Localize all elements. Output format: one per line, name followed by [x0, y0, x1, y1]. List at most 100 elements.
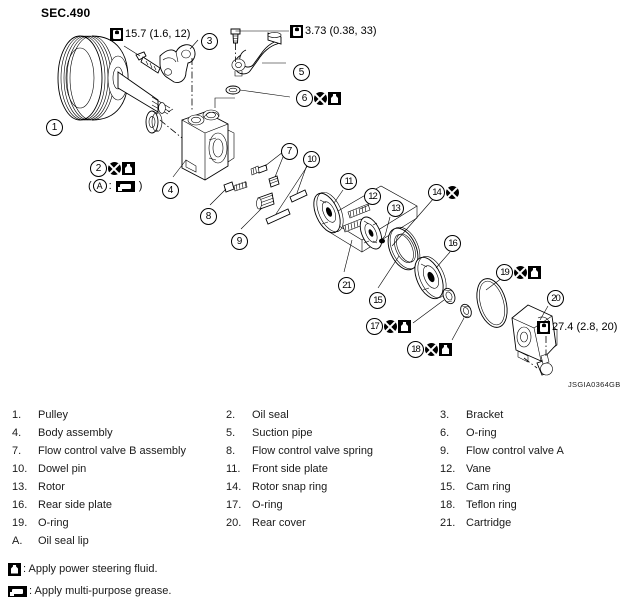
o-ring-6-part: [225, 85, 241, 95]
oil-seal-lip-colon: :: [108, 180, 112, 192]
vane-part: [342, 203, 371, 233]
o-ring-17-part: [442, 287, 456, 305]
apply-fluid-icon: [122, 162, 135, 175]
leader-callout-18: [451, 317, 465, 341]
legend-apply-grease-text: : Apply multi-purpose grease.: [29, 585, 172, 597]
part-number: 19.: [12, 517, 28, 529]
flow-control-valve-spring-part: [223, 180, 248, 193]
part-name: O-ring: [252, 499, 283, 511]
part-entry-20: 20. Rear cover: [222, 517, 437, 529]
leader-callout-16: [435, 251, 451, 269]
callout-21[interactable]: 21: [338, 277, 355, 294]
torque-wrench-icon: [290, 24, 303, 38]
part-entry-5: 5. Suction pipe: [222, 427, 437, 439]
callout-3[interactable]: 3: [201, 33, 218, 50]
leader-callout-6: [239, 89, 291, 98]
part-name: Pulley: [38, 409, 68, 421]
leader-callout-17: [412, 299, 445, 324]
callout-14[interactable]: 14: [428, 184, 445, 201]
leader-callout-11: [333, 189, 344, 204]
callout-20[interactable]: 20: [547, 290, 564, 307]
part-name: Oil seal: [252, 409, 289, 421]
pulley-bolt-part: [135, 51, 161, 74]
callout-13[interactable]: 13: [387, 200, 404, 217]
callout-18[interactable]: 18: [407, 341, 424, 358]
part-entry-21: 21. Cartridge: [437, 517, 627, 529]
leader-body-top: [214, 97, 235, 108]
part-name: Front side plate: [252, 463, 328, 475]
front-side-plate-part: [313, 192, 344, 234]
teflon-ring-part: [460, 303, 472, 319]
part-entry-6: 6. O-ring: [437, 427, 627, 439]
illustration-svg: [57, 28, 558, 376]
leader-callout-12: [359, 204, 370, 210]
oil-seal-lip-paren-close: ): [138, 180, 143, 192]
part-entry-2: 2. Oil seal: [222, 409, 437, 421]
torque-spec-suction-pipe-bolt: 3.73 (0.38, 33): [290, 24, 377, 38]
callout-7[interactable]: 7: [281, 143, 298, 160]
replace-x-icon: [384, 320, 397, 333]
parts-row: A. Oil seal lip: [0, 532, 627, 550]
part-number: 2.: [226, 409, 236, 421]
part-entry-13: 13. Rotor: [0, 481, 222, 493]
callout-16[interactable]: 16: [444, 235, 461, 252]
part-name: Teflon ring: [466, 499, 517, 511]
rotor-pin-dot: [379, 238, 385, 244]
part-entry-11: 11. Front side plate: [222, 463, 437, 475]
part-entry-19: 19. O-ring: [0, 517, 222, 529]
callout-5[interactable]: 5: [293, 64, 310, 81]
replace-x-icon: [425, 343, 438, 356]
dowel-pin-part: [265, 189, 308, 225]
part-entry-8: 8. Flow control valve spring: [222, 445, 437, 457]
torque-spec-rear-cover-bolt: 27.4 (2.8, 20): [537, 320, 617, 334]
marker-o-ring-6: 6: [296, 90, 341, 107]
leader-callout-15: [377, 255, 400, 289]
marker-teflon-ring-18: 18: [407, 341, 452, 358]
exploded-view-illustration: 15.7 (1.6, 12) 3.73 (0.38, 33) 27.4 (2.8…: [0, 0, 627, 400]
parts-row: 4. Body assembly 5. Suction pipe 6. O-ri…: [0, 424, 627, 442]
parts-list: 1. Pulley 2. Oil seal 3. Bracket 4. Body…: [0, 406, 627, 550]
part-entry-10: 10. Dowel pin: [0, 463, 222, 475]
part-name: Flow control valve A: [466, 445, 564, 457]
legend-apply-grease: : Apply multi-purpose grease.: [8, 580, 171, 602]
torque-spec-pulley-bolt: 15.7 (1.6, 12): [110, 27, 190, 41]
part-number: 20.: [226, 517, 242, 529]
part-number: 21.: [440, 517, 456, 529]
rear-cover-part: [511, 304, 558, 363]
callout-10[interactable]: 10: [303, 151, 320, 168]
o-ring-19-part: [476, 278, 508, 328]
callout-2[interactable]: 2: [90, 160, 107, 177]
cam-ring-part: [387, 226, 421, 271]
callout-4[interactable]: 4: [162, 182, 179, 199]
part-number: 10.: [12, 463, 28, 475]
callout-11[interactable]: 11: [340, 173, 357, 190]
callout-15[interactable]: 15: [369, 292, 386, 309]
callout-1[interactable]: 1: [46, 119, 63, 136]
part-name: Flow control valve B assembly: [38, 445, 186, 457]
part-name: Bracket: [466, 409, 504, 421]
callout-9[interactable]: 9: [231, 233, 248, 250]
part-number: 9.: [440, 445, 450, 457]
part-name: Dowel pin: [38, 463, 87, 475]
callout-12[interactable]: 12: [364, 188, 381, 205]
part-name: Body assembly: [38, 427, 113, 439]
callout-19[interactable]: 19: [496, 264, 513, 281]
apply-fluid-icon: [8, 562, 21, 576]
callout-17[interactable]: 17: [366, 318, 383, 335]
leader-callout-20: [539, 305, 549, 321]
callout-A[interactable]: A: [92, 179, 107, 193]
oil-seal-lip-note: ( A : ): [88, 179, 142, 193]
marker-rotor-snap-ring-14: 14: [428, 184, 459, 201]
callout-6[interactable]: 6: [296, 90, 313, 107]
flow-control-valve-b-part: [250, 164, 280, 188]
part-number: 14.: [226, 481, 242, 493]
apply-fluid-icon: [328, 92, 341, 105]
centerline-rear-cover: [523, 357, 538, 369]
part-entry-4: 4. Body assembly: [0, 427, 222, 439]
callout-8[interactable]: 8: [200, 208, 217, 225]
page-title: SEC.490: [41, 6, 91, 20]
part-entry-16: 16. Rear side plate: [0, 499, 222, 511]
part-number: A.: [12, 535, 23, 547]
leader-callout-8: [209, 188, 227, 206]
